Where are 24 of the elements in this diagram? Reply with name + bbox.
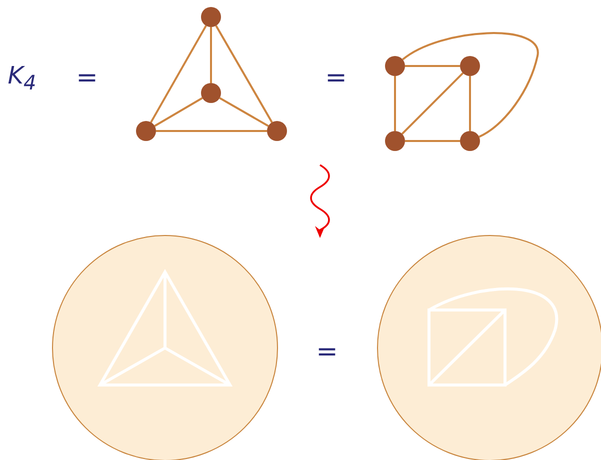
equals-sign: =	[76, 65, 98, 91]
graph-edge	[154, 97, 203, 127]
equals-sign: =	[316, 339, 338, 365]
graph-vertex	[385, 56, 405, 76]
graph-vertex	[201, 7, 221, 27]
graph-edge	[405, 140, 460, 142]
graph-edge	[210, 27, 212, 83]
graph-edge	[401, 72, 464, 135]
graph-edge	[156, 130, 267, 132]
graph-vertex	[460, 131, 480, 151]
graph-vertex	[460, 56, 480, 76]
graph-vertex	[385, 131, 405, 151]
graph-edge	[469, 76, 471, 131]
graph-edge	[150, 25, 207, 123]
graph-name: K$_{4}$	[8, 64, 36, 92]
graph-vertex	[136, 121, 156, 141]
graph-edge	[394, 76, 396, 131]
graph-edge	[219, 97, 269, 127]
graph-edge	[215, 25, 273, 123]
graph-vertex	[201, 83, 221, 103]
graph-edge	[405, 65, 460, 67]
graph-vertex	[267, 121, 287, 141]
equals-sign: =	[325, 65, 347, 91]
graph-edge	[402, 32, 538, 138]
